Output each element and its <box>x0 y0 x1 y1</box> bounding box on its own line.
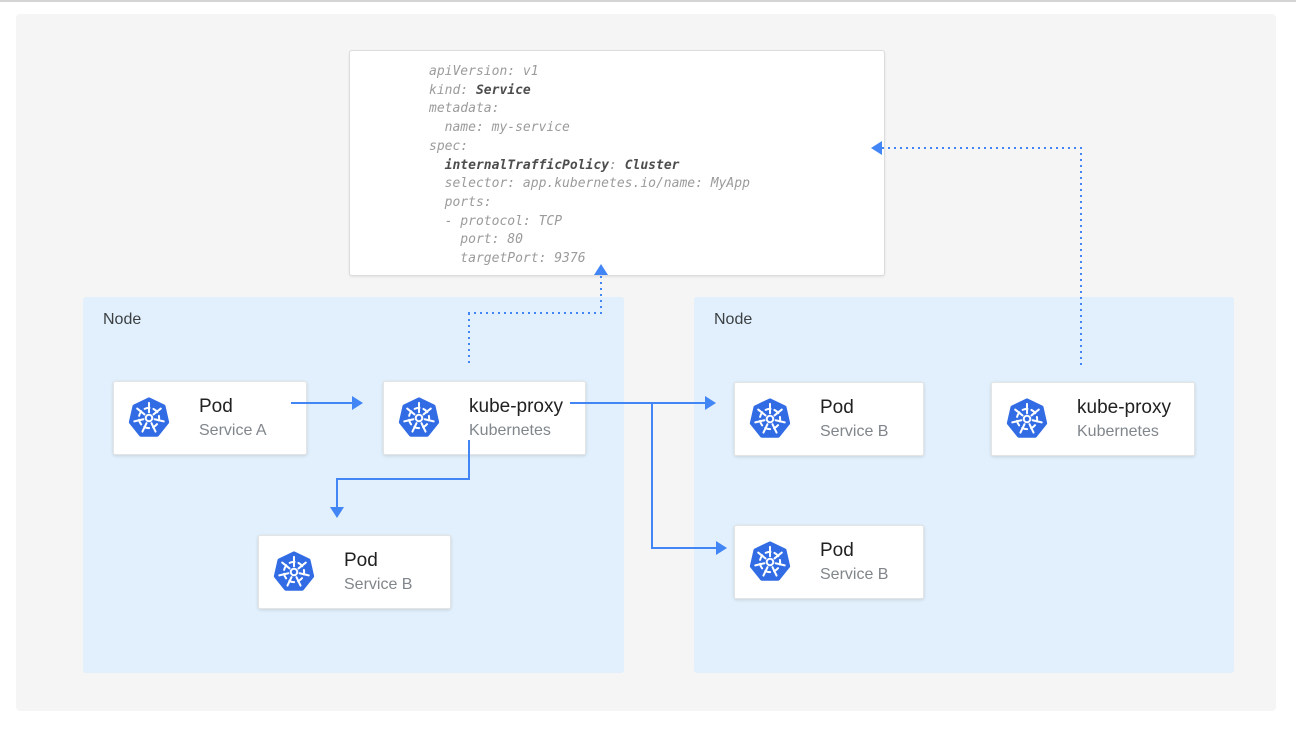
dotted-kube-proxy-left-to-service-h <box>468 312 602 314</box>
kubernetes-icon <box>398 397 440 439</box>
card-title: Pod <box>199 395 233 417</box>
yaml-code-line: spec: <box>429 138 469 154</box>
node-left-label: Node <box>103 311 142 328</box>
arrow-kube-proxy-down-line <box>468 440 470 480</box>
node-right-label: Node <box>714 311 753 328</box>
card-subtitle: Kubernetes <box>1077 422 1159 440</box>
arrow-branch-vertical-line <box>651 402 653 548</box>
card-pod-service-b-left: Pod Service B <box>258 535 451 609</box>
card-subtitle: Service B <box>820 565 889 583</box>
kubernetes-icon <box>749 398 791 440</box>
card-subtitle: Kubernetes <box>469 421 551 439</box>
yaml-code-line: - protocol: TCP <box>429 213 563 229</box>
dotted-kube-proxy-left-to-service-v1 <box>468 313 470 367</box>
yaml-code-block: apiVersion: v1 kind: Service metadata: nam… <box>429 63 876 269</box>
card-title: kube-proxy <box>1077 396 1171 418</box>
service-yaml-card: apiVersion: v1 kind: Service metadata: nam… <box>349 50 885 276</box>
arrow-kube-proxy-to-pod-b-bottom-head <box>716 541 727 555</box>
yaml-code-line: metadata: <box>429 101 500 117</box>
yaml-code-line: name: my-service <box>429 120 570 136</box>
card-pod-service-a: Pod Service A <box>113 381 307 455</box>
arrow-kube-proxy-elbow-line <box>336 478 470 480</box>
kubernetes-icon <box>273 551 315 593</box>
diagram-panel: apiVersion: v1 kind: Service metadata: nam… <box>16 14 1276 711</box>
yaml-code-line: internalTrafficPolicy: Cluster <box>444 157 680 173</box>
arrow-kube-proxy-to-pod-b-bottom-line <box>651 547 716 549</box>
node-left: Node Pod Service A kube-proxy Kubernetes <box>83 297 624 673</box>
kubernetes-icon <box>128 397 170 439</box>
node-right: Node Pod Service B Pod Service B kube-pr <box>694 297 1234 673</box>
yaml-code-line: port: 80 <box>429 232 523 248</box>
yaml-code-line: apiVersion: v1 <box>429 64 539 79</box>
arrow-to-pod-b-left-line <box>336 478 338 508</box>
arrow-pod-a-to-kube-proxy-line <box>291 402 353 404</box>
card-kube-proxy-right: kube-proxy Kubernetes <box>991 382 1195 456</box>
yaml-code-line: selector: app.kubernetes.io/name: MyApp <box>429 176 750 192</box>
arrow-kube-proxy-to-pod-b-top-head <box>705 396 716 410</box>
dotted-kube-proxy-right-to-service-v <box>1080 147 1082 368</box>
card-title: Pod <box>820 539 854 561</box>
dotted-kube-proxy-left-to-service-v2 <box>600 276 602 313</box>
card-pod-service-b-right-bottom: Pod Service B <box>734 525 924 599</box>
card-subtitle: Service A <box>199 421 267 439</box>
card-title: Pod <box>820 396 854 418</box>
yaml-code-line: targetPort: 9376 <box>429 251 586 267</box>
arrow-pod-a-to-kube-proxy-head <box>352 396 363 410</box>
dotted-arrow-up-head <box>594 264 608 275</box>
arrow-kube-proxy-to-pod-b-top-line <box>570 402 706 404</box>
dotted-kube-proxy-right-to-service-h <box>882 147 1081 149</box>
card-kube-proxy-left: kube-proxy Kubernetes <box>383 381 586 455</box>
kubernetes-icon <box>1006 398 1048 440</box>
card-pod-service-b-right-top: Pod Service B <box>734 382 924 456</box>
yaml-code-line: kind: Service <box>429 82 531 98</box>
top-divider <box>0 0 1296 2</box>
kubernetes-icon <box>749 541 791 583</box>
dotted-arrow-left-head <box>871 141 882 155</box>
card-title: Pod <box>344 549 378 571</box>
arrow-to-pod-b-left-head <box>330 507 344 518</box>
card-title: kube-proxy <box>469 395 563 417</box>
card-subtitle: Service B <box>820 422 889 440</box>
card-subtitle: Service B <box>344 575 413 593</box>
yaml-code-line: ports: <box>429 194 492 210</box>
